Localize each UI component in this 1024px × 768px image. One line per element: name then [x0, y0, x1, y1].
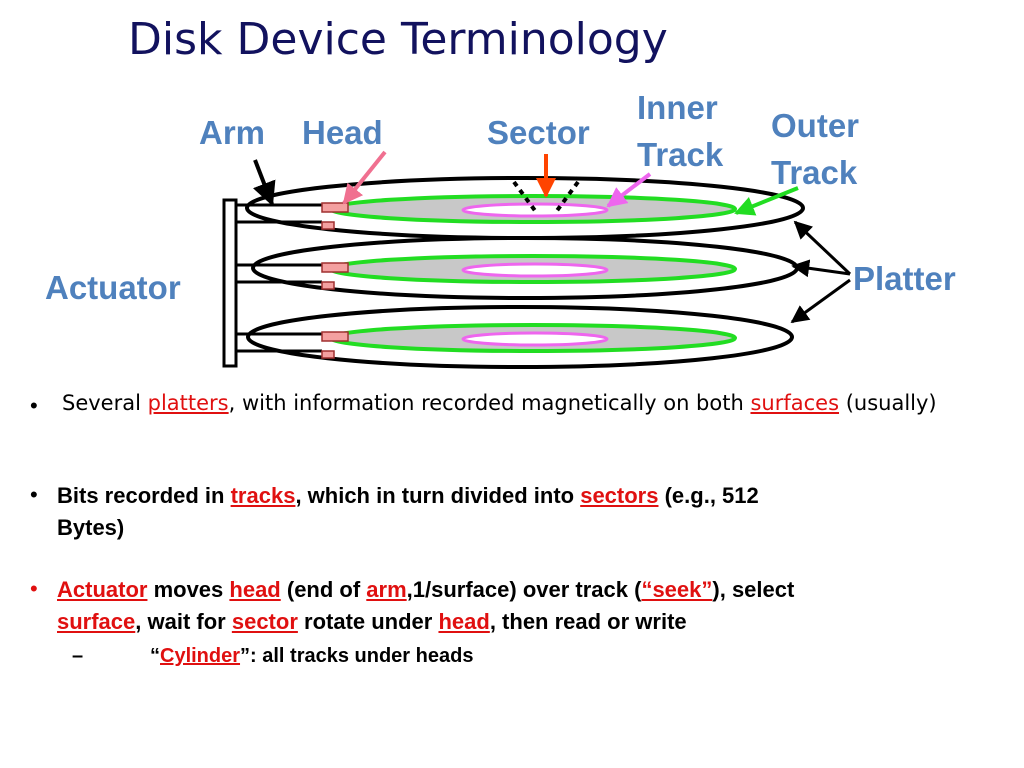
term-actuator: Actuator [57, 577, 148, 602]
inner-track-arrow [606, 172, 652, 208]
head-arrow [342, 150, 387, 205]
sector-wedge [512, 180, 580, 214]
bullet-cylinder: “Cylinder”: all tracks under heads [150, 645, 474, 667]
sub-bullet-marker: – [72, 645, 84, 667]
term-arm: arm [366, 577, 407, 602]
bullet-marker: • [30, 576, 38, 601]
label-platter: Platter [853, 260, 956, 297]
outer-track-arrow [734, 186, 799, 216]
platter-2 [251, 236, 799, 300]
label-sector: Sector [487, 114, 590, 151]
platter-3 [246, 305, 794, 369]
term-head: head [229, 577, 281, 602]
arm-arrow [253, 159, 276, 207]
label-inner-track-line1: Inner [637, 89, 718, 126]
bullet-tracks: Bits recorded in tracks, which in turn d… [57, 483, 759, 540]
label-inner-track-line2: Track [637, 136, 724, 173]
term-sector: sector [231, 609, 298, 634]
term-surfaces: surfaces [750, 391, 840, 415]
platter-arrow-2 [791, 259, 851, 278]
term-head-2: head [438, 609, 490, 634]
term-seek: “seek” [641, 577, 713, 602]
term-tracks: tracks [230, 483, 296, 508]
label-actuator: Actuator [45, 269, 181, 306]
slide-title: Disk Device Terminology [128, 14, 668, 65]
disk-diagram [222, 150, 852, 369]
platter-arrow-1 [793, 220, 852, 276]
platter-arrow-3 [790, 278, 851, 324]
term-surface: surface [57, 609, 136, 634]
label-outer-track-line2: Track [771, 154, 858, 191]
term-cylinder: Cylinder [160, 645, 241, 667]
bullet-actuator: Actuator moves head (end of arm,1/surfac… [57, 577, 795, 634]
label-head: Head [302, 114, 383, 151]
heads [321, 202, 349, 359]
term-platters: platters [147, 391, 229, 415]
bullet-platters: Several platters, with information recor… [62, 391, 937, 415]
arms [236, 203, 322, 353]
bullet-marker: • [30, 393, 38, 418]
label-arm: Arm [199, 114, 266, 151]
label-outer-track-line1: Outer [771, 107, 860, 144]
term-sectors: sectors [580, 483, 659, 508]
bullet-marker: • [30, 482, 38, 507]
